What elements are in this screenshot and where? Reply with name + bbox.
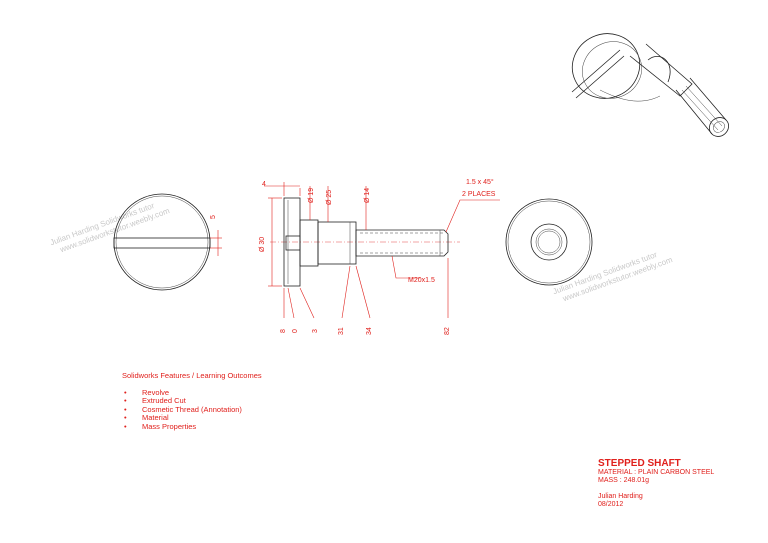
drawing-date: 08/2012 (598, 501, 624, 508)
features-panel: Solidworks Features / Learning Outcomes … (122, 371, 262, 432)
features-heading: Solidworks Features / Learning Outcomes (122, 371, 262, 380)
dim-ordinate-0: 0 (292, 329, 299, 333)
dim-diameter-25: Ø 25 (326, 190, 333, 205)
list-item: Material (122, 413, 262, 423)
dim-chamfer-line1: 1.5 x 45° (466, 178, 494, 186)
left-view: 5 (113, 193, 222, 291)
dim-ordinate-34: 34 (366, 327, 373, 335)
right-view (505, 198, 593, 286)
dim-head-width: 4 (262, 181, 266, 188)
dim-ordinate-8: 8 (280, 329, 287, 333)
mass-note: MASS : 248.01g (598, 477, 649, 484)
features-list: Revolve Extruded Cut Cosmetic Thread (An… (122, 388, 262, 432)
dim-diameter-30: Ø 30 (259, 237, 266, 252)
dim-diameter-14: Ø 14 (364, 188, 371, 203)
list-item: Mass Properties (122, 422, 262, 432)
dim-ordinate-31: 31 (338, 327, 345, 335)
dim-diameter-19: Ø 19 (308, 188, 315, 203)
list-item: Extruded Cut (122, 396, 262, 406)
list-item: Cosmetic Thread (Annotation) (122, 405, 262, 415)
dim-thread: M20x1.5 (408, 277, 435, 284)
material-note: MATERIAL : PLAIN CARBON STEEL (598, 469, 715, 476)
dim-ordinate-82: 82 (444, 327, 451, 335)
dim-ordinate-3: 3 (312, 329, 319, 333)
drawing-title: STEPPED SHAFT (598, 458, 681, 469)
isometric-view (571, 33, 729, 137)
front-view: Ø 30 4 Ø 19 Ø 25 Ø 14 1.5 x 45° 2 PLACES… (259, 178, 500, 335)
dim-slot-depth: 5 (210, 215, 217, 219)
list-item: Revolve (122, 388, 262, 398)
author-name: Julian Harding (598, 493, 643, 500)
dim-chamfer-line2: 2 PLACES (462, 191, 496, 198)
title-block: STEPPED SHAFT MATERIAL : PLAIN CARBON ST… (598, 458, 714, 509)
watermark-right: Julian Harding Solidworks tutor www.soli… (552, 250, 674, 304)
ordinate-dimensions: 8 0 3 31 34 82 (280, 258, 451, 335)
